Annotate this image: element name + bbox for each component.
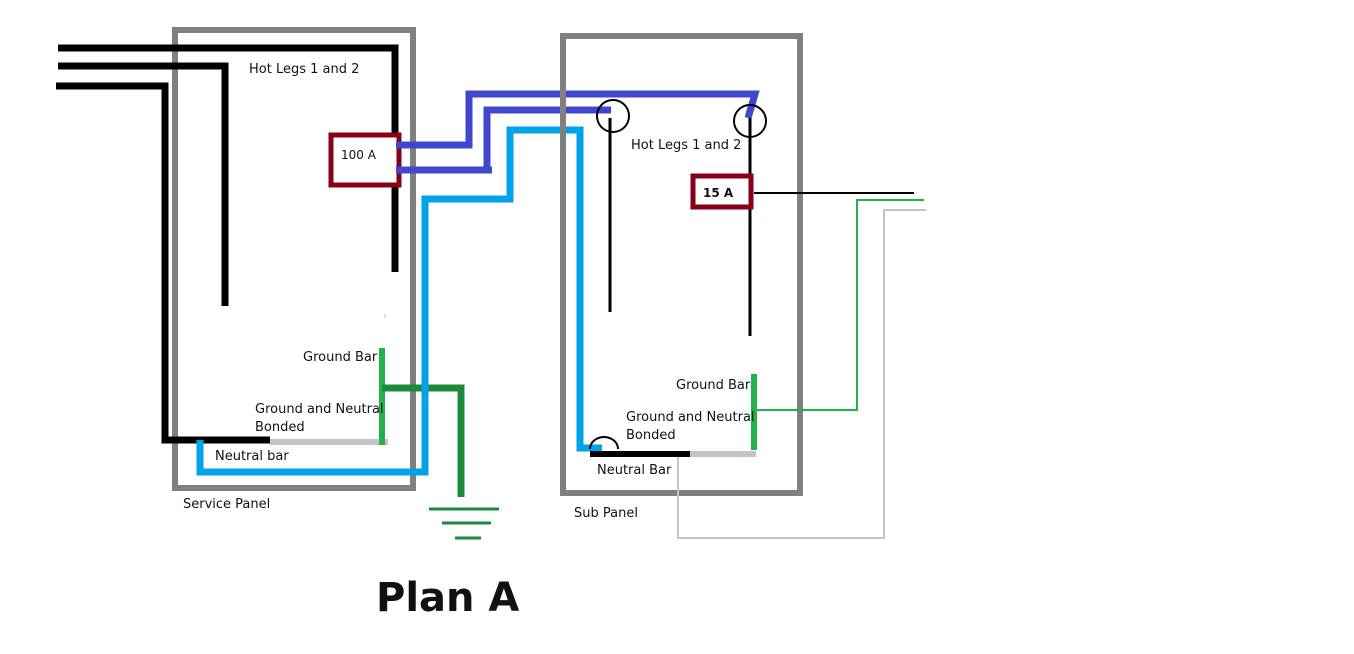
sub-neutral-bar-label: Neutral Bar [597, 463, 672, 478]
sub-bonded-label-line1: Ground and Neutral [626, 410, 755, 425]
earth-ground-conductor [382, 384, 465, 497]
service-bonded-label-line2: Bonded [255, 420, 305, 435]
service-neutral-conductor [56, 82, 270, 444]
branch-neutral-wire [677, 209, 926, 539]
service-panel: 100 A Hot Legs 1 and 2 Ground Bar Ground… [56, 27, 499, 540]
main-breaker-label: 100 A [341, 148, 377, 162]
service-neutral-bar-label: Neutral bar [215, 449, 289, 464]
service-hot-legs-label: Hot Legs 1 and 2 [249, 62, 359, 77]
sub-panel: 15 A Hot Legs 1 and 2 Ground Bar Ground … [560, 33, 926, 539]
branch-ground-wire [754, 199, 924, 411]
service-hot-leg-1 [58, 44, 399, 272]
sub-hot-legs-label: Hot Legs 1 and 2 [631, 138, 741, 153]
feeder [196, 90, 760, 476]
hot-lug-1 [596, 99, 630, 133]
service-bonded-label-line1: Ground and Neutral [255, 402, 384, 417]
plan-title: Plan A [376, 575, 519, 621]
feeder-neutral [196, 126, 602, 476]
main-breaker-100a [328, 132, 402, 188]
service-hot-leg-2 [58, 62, 229, 306]
branch-breaker-15a [690, 173, 754, 210]
neutral-lug [589, 436, 619, 450]
sub-ground-bar-label: Ground Bar [676, 378, 751, 393]
service-panel-label: Service Panel [183, 497, 270, 512]
service-ground-bar-label: Ground Bar [303, 350, 378, 365]
service-panel-enclosure [172, 27, 416, 491]
feeder-hot-leg-1 [396, 90, 760, 149]
sub-panel-label: Sub Panel [574, 506, 638, 521]
sub-bonded-label-line2: Bonded [626, 428, 676, 443]
branch-breaker-label: 15 A [703, 186, 734, 200]
feeder-hot-leg-2 [396, 106, 611, 174]
earth-ground-symbol [429, 507, 499, 540]
sub-panel-enclosure [560, 33, 803, 496]
